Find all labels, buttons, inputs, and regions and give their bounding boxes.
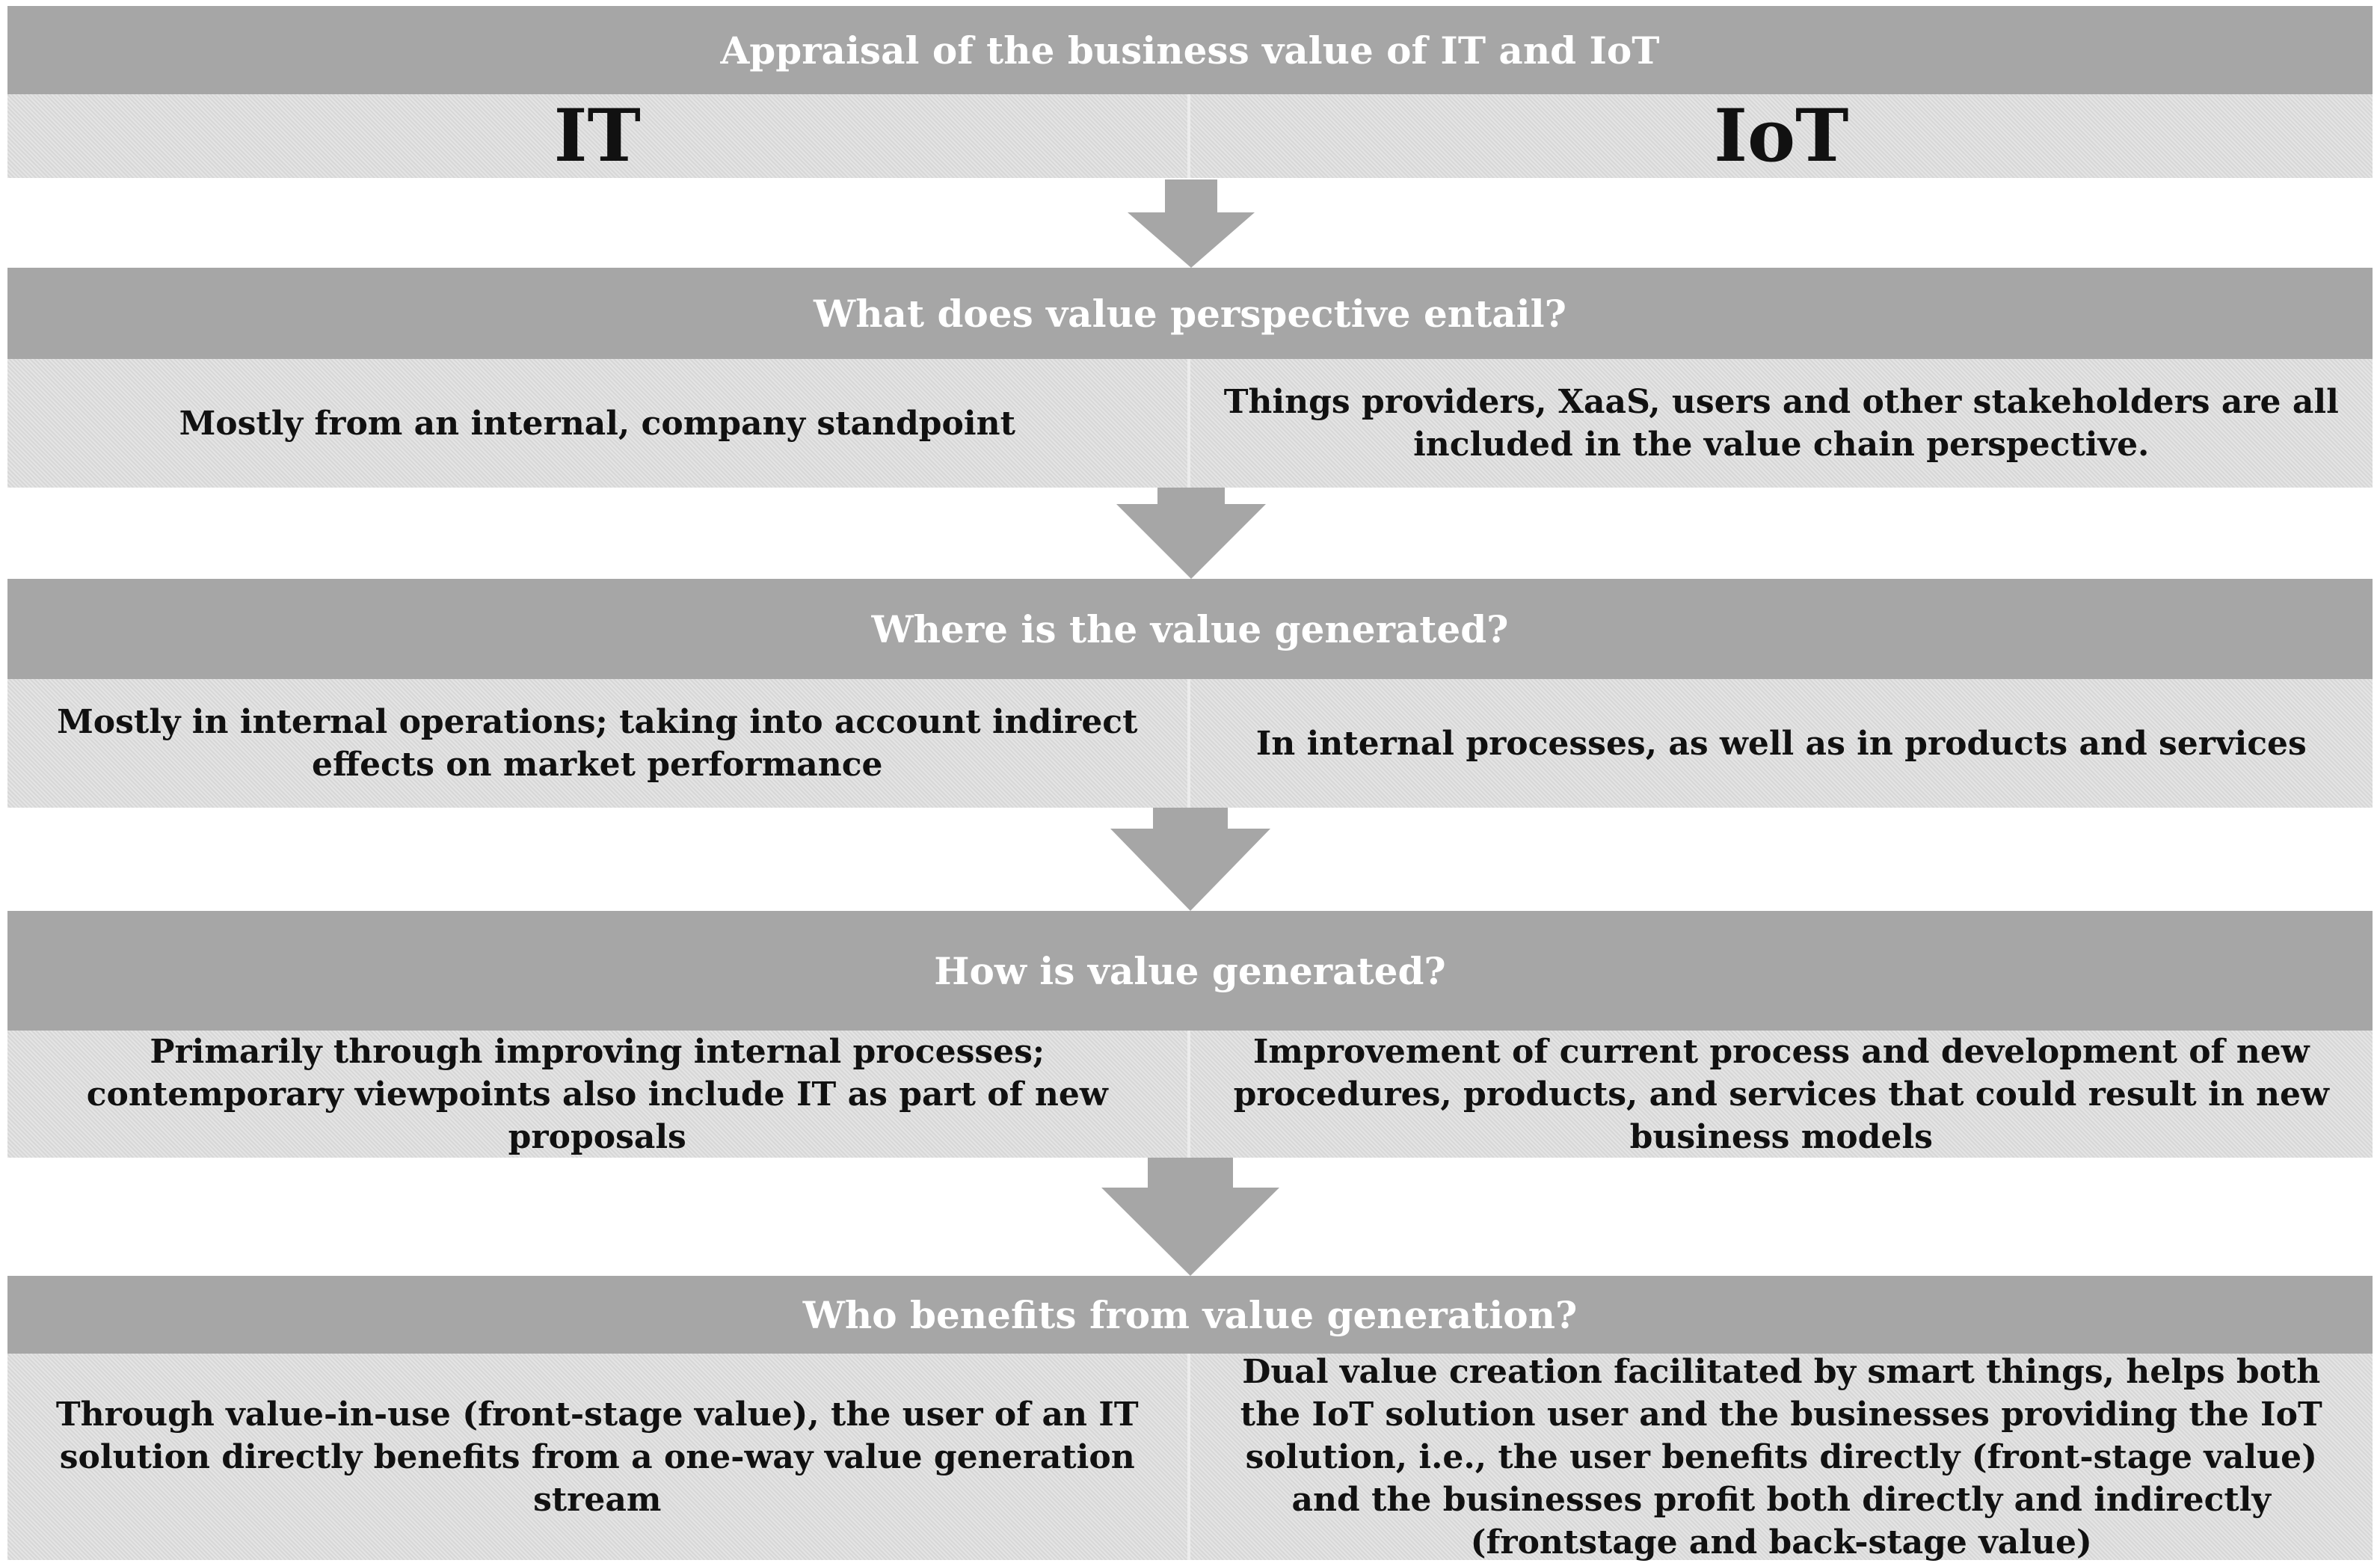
section-1-iot-answer: Things providers, XaaS, users and other … xyxy=(1190,359,2373,488)
section-3-iot-answer: Improvement of current process and devel… xyxy=(1190,1031,2373,1158)
down-arrow-shape xyxy=(1128,179,1255,268)
section-1-it-answer: Mostly from an internal, company standpo… xyxy=(7,359,1190,488)
section-row-2: Mostly in internal operations; taking in… xyxy=(7,679,2373,808)
down-arrow-shape xyxy=(1116,488,1266,579)
section-row-3: Primarily through improving internal pro… xyxy=(7,1031,2373,1158)
down-arrow-3 xyxy=(1110,808,1270,911)
section-question-1: What does value perspective entail? xyxy=(7,268,2373,359)
down-arrow-2 xyxy=(1116,488,1266,579)
down-arrow-1 xyxy=(1128,179,1255,268)
section-row-1: Mostly from an internal, company standpo… xyxy=(7,359,2373,488)
section-2-it-answer: Mostly in internal operations; taking in… xyxy=(7,679,1190,808)
section-4-iot-answer: Dual value creation facilitated by smart… xyxy=(1190,1353,2373,1562)
diagram-title: Appraisal of the business value of IT an… xyxy=(7,6,2373,94)
section-question-2: Where is the value generated? xyxy=(7,579,2373,679)
section-3-it-answer: Primarily through improving internal pro… xyxy=(7,1031,1190,1158)
section-4-it-answer: Through value-in-use (front-stage value)… xyxy=(7,1354,1190,1560)
column-header-row: IT IoT xyxy=(7,94,2373,178)
column-header-iot: IoT xyxy=(1190,94,2373,178)
section-row-4: Through value-in-use (front-stage value)… xyxy=(7,1353,2373,1562)
column-header-it: IT xyxy=(7,94,1190,178)
down-arrow-4 xyxy=(1101,1158,1279,1276)
section-question-3: How is value generated? xyxy=(7,911,2373,1031)
down-arrow-shape xyxy=(1110,808,1270,911)
down-arrow-shape xyxy=(1101,1158,1279,1276)
section-question-4: Who benefits from value generation? xyxy=(7,1276,2373,1354)
section-2-iot-answer: In internal processes, as well as in pro… xyxy=(1190,679,2373,808)
